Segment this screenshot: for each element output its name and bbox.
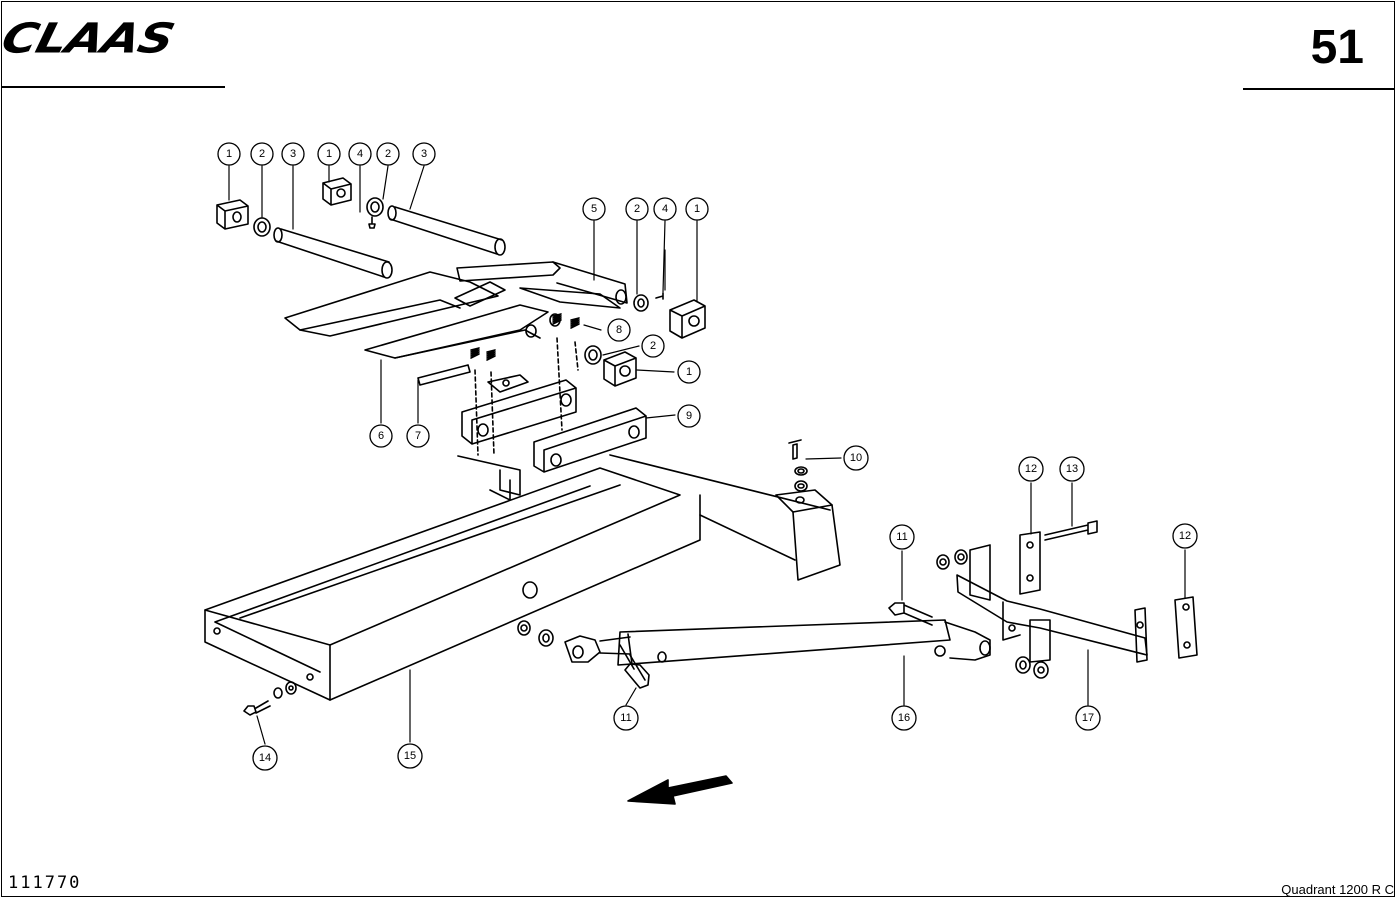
svg-text:1: 1 <box>686 366 692 378</box>
part-main-frame <box>204 454 831 701</box>
svg-text:6: 6 <box>378 430 384 442</box>
svg-text:9: 9 <box>686 410 692 422</box>
part-shaft <box>273 205 506 279</box>
svg-text:14: 14 <box>259 752 271 764</box>
callout: 3 <box>412 142 436 166</box>
callout: 2 <box>376 142 400 166</box>
part-hydraulic-cylinder <box>564 619 991 666</box>
callout: 11 <box>889 524 915 550</box>
svg-text:7: 7 <box>415 430 421 442</box>
callout: 13 <box>1059 456 1085 482</box>
svg-text:2: 2 <box>259 148 265 160</box>
svg-text:1: 1 <box>226 148 232 160</box>
callout: 10 <box>843 445 869 471</box>
svg-text:1: 1 <box>694 203 700 215</box>
callout: 4 <box>348 142 372 166</box>
svg-text:8: 8 <box>616 324 622 336</box>
callout: 12 <box>1172 523 1198 549</box>
svg-text:15: 15 <box>404 750 416 762</box>
callout: 3 <box>281 142 305 166</box>
svg-text:11: 11 <box>620 712 631 724</box>
model-name: Quadrant 1200 R C <box>1281 882 1394 897</box>
svg-text:5: 5 <box>591 203 597 215</box>
part-rubber-block <box>216 177 706 387</box>
leader-lines <box>228 165 1186 745</box>
callout: 4 <box>653 197 677 221</box>
part-clamp-block <box>457 379 647 496</box>
svg-text:17: 17 <box>1082 712 1094 724</box>
svg-text:2: 2 <box>634 203 640 215</box>
svg-text:4: 4 <box>662 203 668 215</box>
callout: 2 <box>641 334 665 358</box>
callout: 8 <box>607 318 631 342</box>
callout: 5 <box>582 197 606 221</box>
callout: 16 <box>891 705 917 731</box>
callout: 2 <box>250 142 274 166</box>
svg-text:12: 12 <box>1179 530 1191 542</box>
svg-text:1: 1 <box>326 148 332 160</box>
callout-balloons: 1 2 3 1 4 2 3 5 2 4 1 8 2 1 6 7 9 10 11 … <box>217 142 1198 771</box>
part-support-bracket <box>956 544 1148 663</box>
callout: 15 <box>397 743 423 769</box>
svg-text:3: 3 <box>421 148 427 160</box>
part-holder-plate <box>417 364 529 393</box>
callout: 11 <box>613 705 639 731</box>
callout: 12 <box>1018 456 1044 482</box>
part-nut-washer <box>273 549 1049 699</box>
header-rule-left <box>1 86 225 88</box>
callout: 9 <box>677 404 701 428</box>
part-grease-nipple <box>368 216 664 300</box>
part-clamp-plate <box>1019 531 1198 659</box>
part-pickup-bracket <box>284 271 561 359</box>
callout: 1 <box>317 142 341 166</box>
svg-text:13: 13 <box>1066 463 1078 475</box>
svg-text:3: 3 <box>290 148 296 160</box>
callout: 6 <box>369 424 393 448</box>
callout: 7 <box>406 424 430 448</box>
header-rule-right <box>1243 88 1395 90</box>
svg-text:16: 16 <box>898 712 910 724</box>
svg-text:11: 11 <box>896 531 907 543</box>
svg-text:12: 12 <box>1025 463 1037 475</box>
direction-arrow <box>627 775 733 805</box>
svg-text:2: 2 <box>385 148 391 160</box>
callout: 1 <box>217 142 241 166</box>
callout: 1 <box>677 360 701 384</box>
part-mounting-bracket <box>775 439 841 581</box>
svg-text:2: 2 <box>650 340 656 352</box>
callout: 17 <box>1075 705 1101 731</box>
callout: 14 <box>252 745 278 771</box>
svg-text:10: 10 <box>850 452 862 464</box>
callout: 2 <box>625 197 649 221</box>
svg-text:4: 4 <box>357 148 363 160</box>
drawing-reference-number: 111770 <box>8 873 82 893</box>
page-number: 51 <box>1310 21 1364 74</box>
callout: 1 <box>685 197 709 221</box>
part-bushing <box>253 197 649 365</box>
